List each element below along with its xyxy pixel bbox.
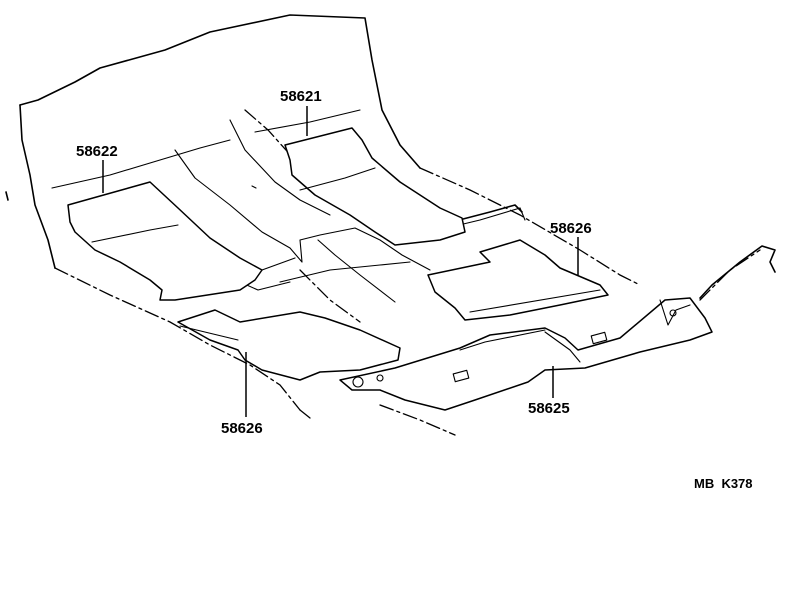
rear-floor-mat	[339, 297, 713, 411]
floor-outline	[5, 14, 776, 436]
leader-lines	[102, 106, 579, 417]
front-right-mat	[284, 127, 466, 246]
part-label-58621: 58621	[280, 88, 322, 105]
drawing-code: MB K378	[694, 476, 753, 491]
rear-left-mat	[177, 309, 401, 381]
part-label-58625: 58625	[528, 400, 570, 417]
part-label-58626-left: 58626	[221, 420, 263, 437]
floor-structure	[51, 109, 526, 323]
part-label-58622: 58622	[76, 143, 118, 160]
rear-right-mat	[427, 239, 609, 321]
front-left-mat	[67, 181, 263, 301]
part-label-58626-right: 58626	[550, 220, 592, 237]
